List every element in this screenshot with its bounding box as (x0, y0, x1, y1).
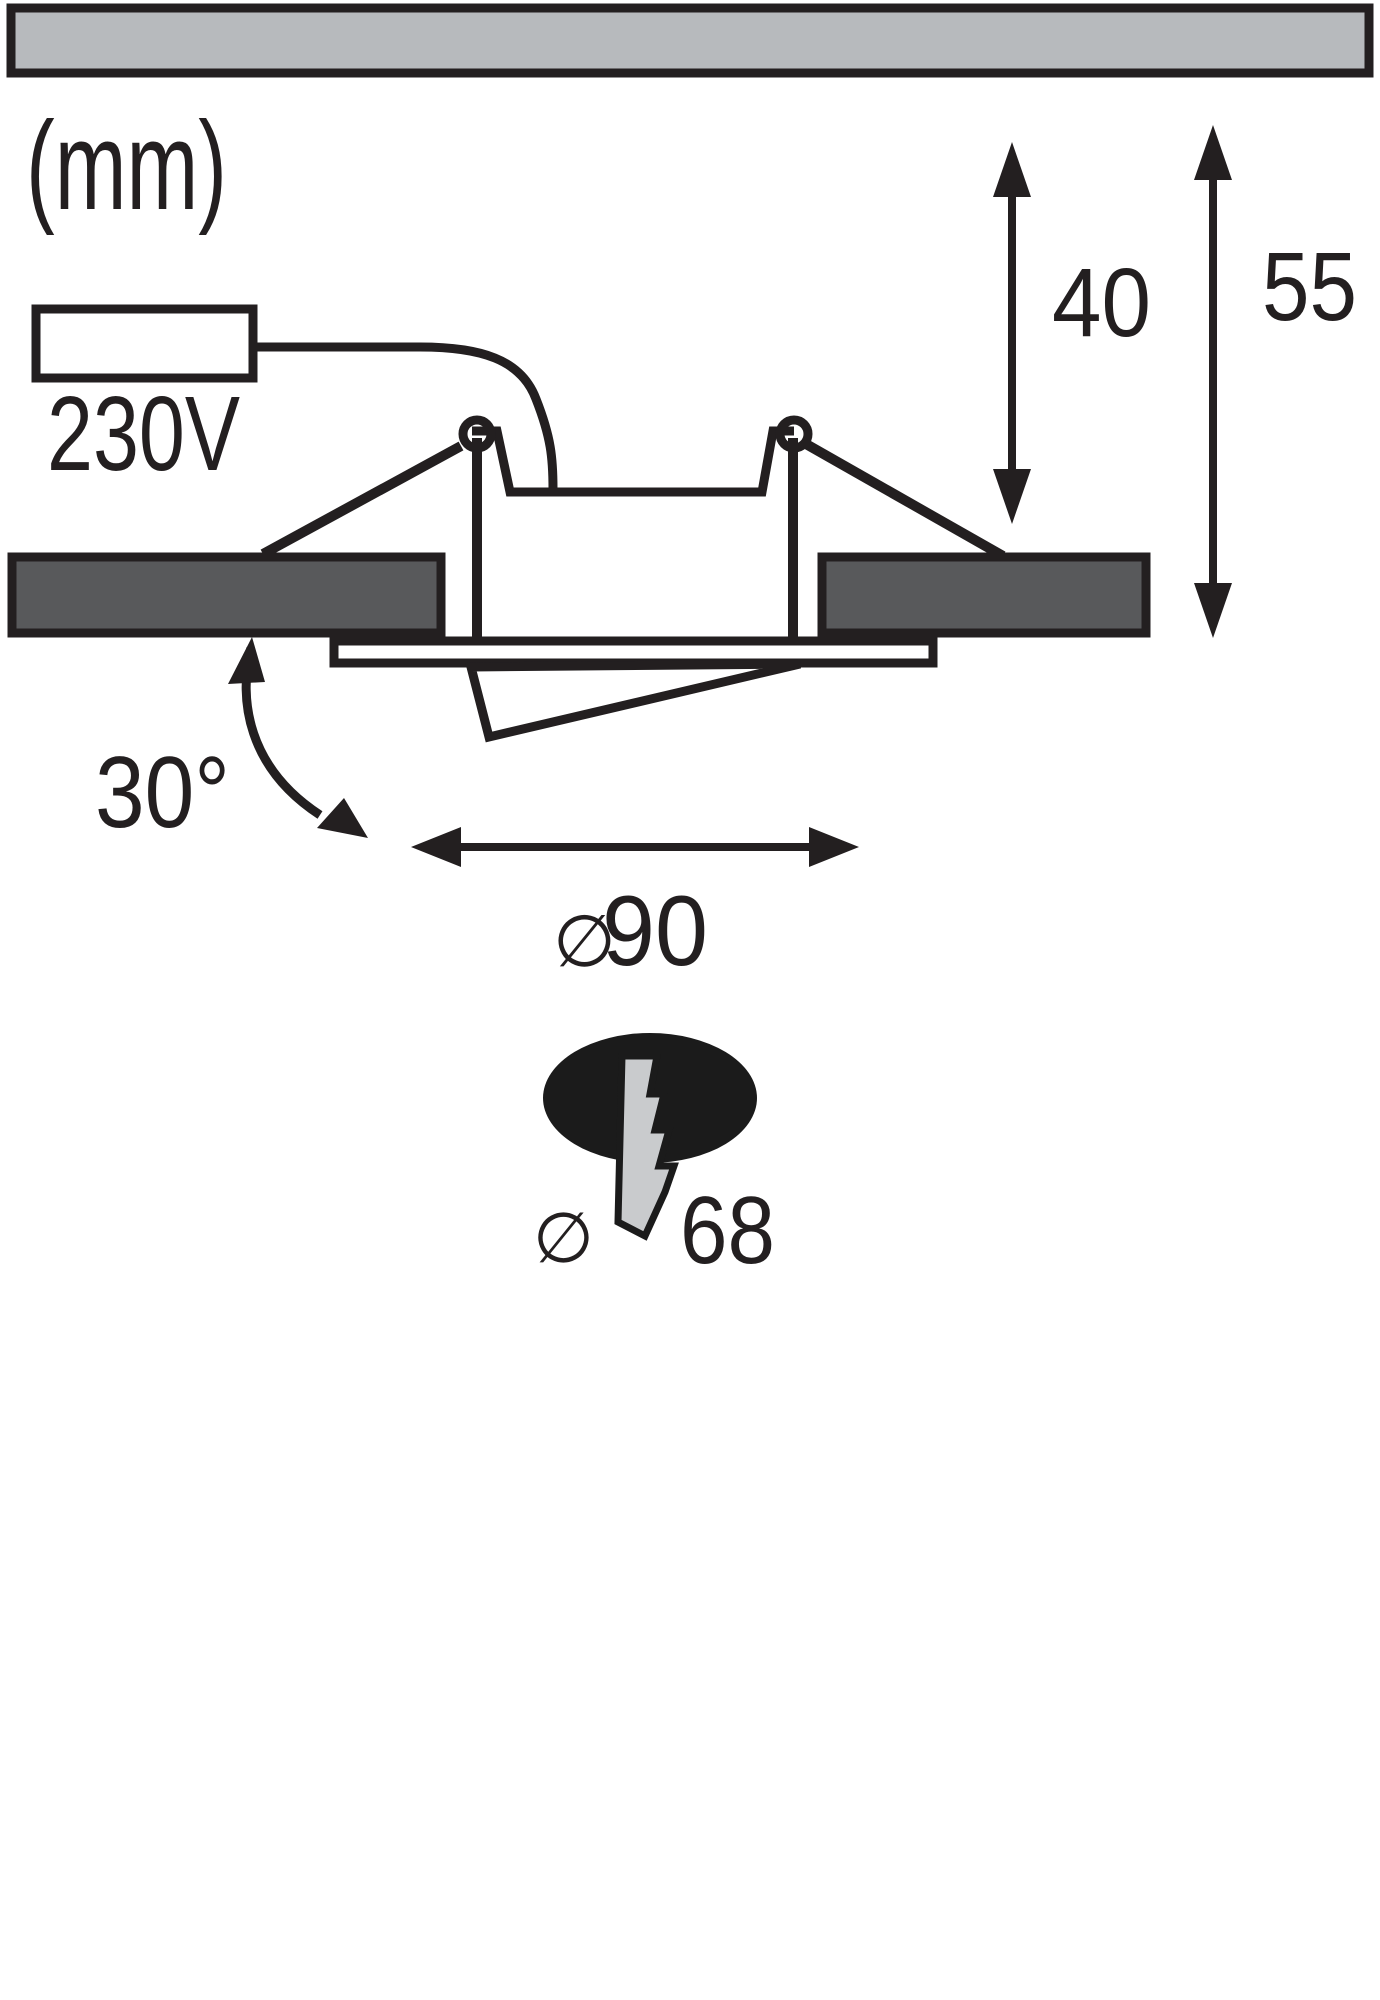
ceiling-panel-left (7, 552, 446, 638)
unit-label: (mm) (26, 97, 227, 236)
diameter-label-90: 90 (602, 875, 708, 986)
left-spring-arm (260, 441, 464, 559)
arrow-up-icon (1194, 125, 1232, 180)
arrow-down-icon (993, 469, 1031, 524)
tilted-lamp-plate (465, 659, 802, 743)
driver-box (31, 304, 258, 383)
lightning-bolt-icon (614, 1052, 679, 1241)
arrow-down-right-icon (317, 798, 368, 838)
arrow-up-icon (228, 637, 265, 684)
depth-label: 40 (1052, 248, 1151, 357)
cutout-diameter-label: 68 (680, 1177, 775, 1284)
diameter-sign-68: ∅ (533, 1197, 594, 1279)
height-label: 55 (1262, 232, 1357, 341)
arrow-left-icon (411, 827, 461, 867)
trim-ring (329, 636, 938, 668)
housing-outline (472, 426, 794, 497)
ceiling-panel-right (817, 552, 1151, 638)
arrow-right-icon (809, 827, 859, 867)
right-spring-arm (803, 439, 1006, 561)
arrow-down-icon (1194, 583, 1232, 638)
power-label: 230V (47, 375, 240, 493)
arrow-up-icon (993, 142, 1031, 197)
mains-cable (257, 342, 558, 490)
diameter-sign-90: ∅ (553, 899, 616, 983)
ceiling-slab (6, 3, 1374, 78)
swivel-angle-label: 30° (95, 737, 230, 849)
